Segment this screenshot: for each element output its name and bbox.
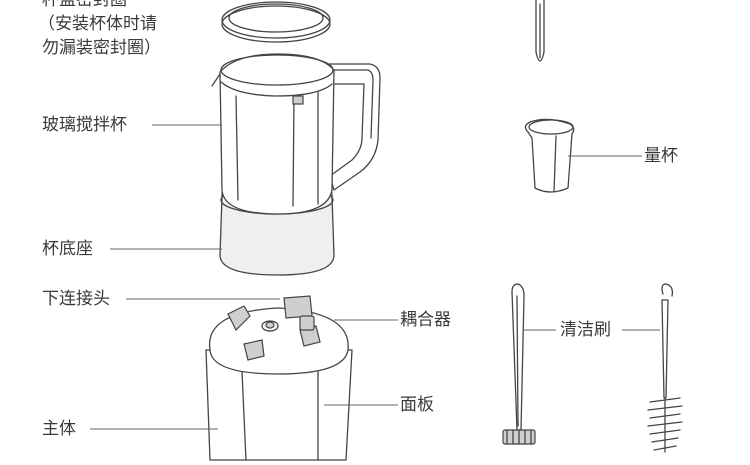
panel-label: 面板 [400,395,434,415]
brush-icon [502,283,536,445]
lid-seal-label: 杯盖密封圈 [42,0,127,10]
jar-base-label: 杯底座 [42,239,93,259]
glass-jar-label: 玻璃搅拌杯 [42,115,127,135]
measuring-cup-icon [524,118,575,193]
coupler-label: 耦合器 [400,310,451,330]
brush-icon [647,283,683,453]
base-unit-icon [205,295,353,461]
measuring-cup-label: 量杯 [644,146,678,166]
seal-ring-icon [221,1,331,43]
lid-seal-note-line1: （安装杯体时请 [38,14,157,34]
spatula-icon [535,0,545,62]
lower-connector-label: 下连接头 [42,289,110,309]
cleaning-brush-label: 清洁刷 [560,320,611,340]
lid-seal-note-line2: 勿漏装密封圈） [42,38,161,58]
main-body-label: 主体 [42,419,76,439]
jar-icon [211,53,381,276]
